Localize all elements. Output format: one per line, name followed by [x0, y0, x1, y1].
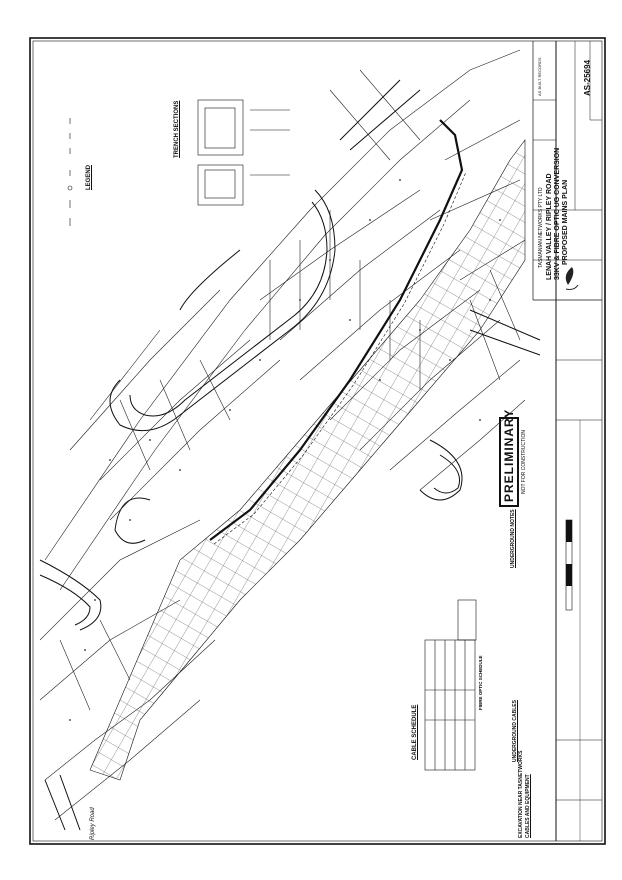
fibre-optic-schedule-heading: FIBRE OPTIC SCHEDULE: [478, 655, 483, 710]
drawing-number: AS-25694: [583, 59, 592, 96]
parcel-lines: [39, 49, 526, 821]
roads: [39, 79, 541, 831]
drawing-title-company: TASMANIAN NETWORKS PTY LTD: [538, 187, 544, 268]
preliminary-stamp: PRELIMINARY NOT FOR CONSTRUCTION: [499, 409, 527, 507]
excavation-notes-heading-2: CABLES AND EQUIPMENT: [525, 774, 531, 838]
scale-bar: [565, 519, 573, 611]
cable-route: [209, 119, 467, 545]
preliminary-stamp-main: PRELIMINARY: [499, 409, 519, 507]
underground-notes-heading: UNDERGROUND NOTES: [510, 509, 516, 568]
title-block: [532, 41, 602, 841]
sheet-border: [29, 37, 606, 845]
legend-symbols: [67, 118, 73, 226]
cable-schedule-table: [424, 599, 477, 771]
drawing-title-line-2: 33KV & FIBRE OPTIC UG CONVERSION: [554, 147, 561, 280]
easement-hatch-zone: [89, 139, 526, 781]
drawing-title-line-3: PROPOSED MAINS PLAN: [562, 179, 569, 265]
cable-schedule-heading: CABLE SCHEDULE: [412, 704, 418, 760]
sheet-inner-border: [32, 40, 603, 842]
drawing-title-line-1: LENAH VALLEY / RIPLEY ROAD: [546, 173, 553, 280]
as-built-records: AS BUILT RECORDS: [537, 57, 542, 96]
trench-sections-heading: TRENCH SECTIONS: [174, 100, 180, 158]
ripley-road-label: Ripley Road: [90, 807, 96, 840]
trench-section-detail: [197, 99, 290, 206]
tasnetworks-logo: [565, 267, 579, 290]
preliminary-stamp-sub: NOT FOR CONSTRUCTION: [521, 429, 527, 495]
excavation-notes-heading: EXCAVATION NEAR TASNETWORKS: [518, 750, 524, 838]
legend-heading: LEGEND: [86, 164, 92, 190]
lot-number-marks: [69, 179, 501, 721]
